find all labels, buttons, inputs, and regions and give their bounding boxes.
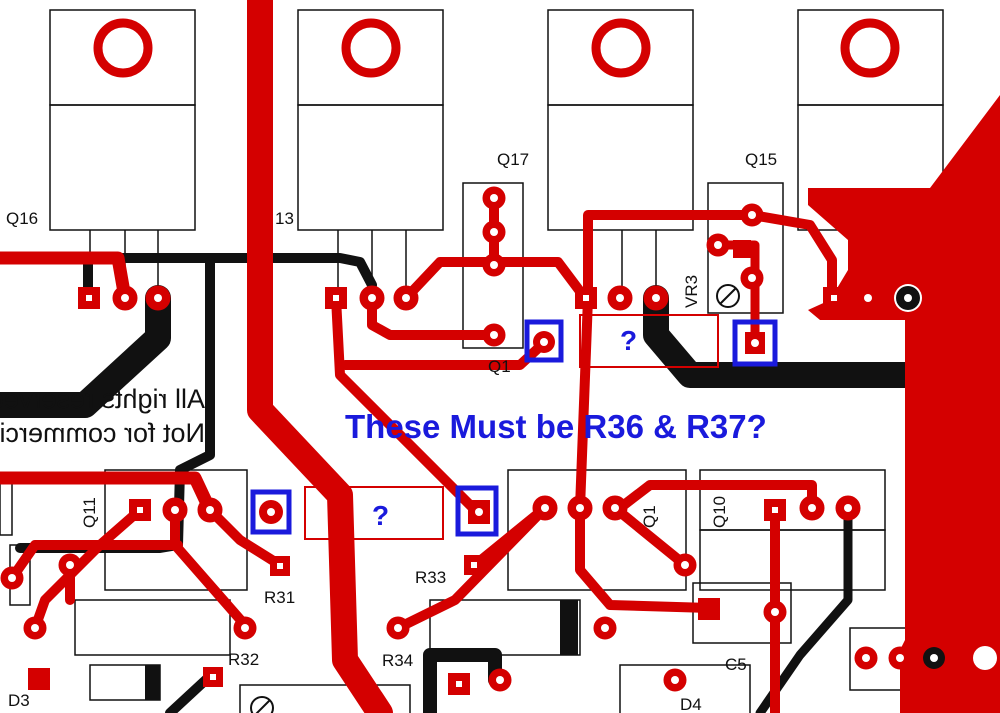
mirrored-text-line2: Not for commercial: [0, 418, 205, 448]
red-trace-q14-loop: [583, 210, 837, 303]
label-q12: Q1: [640, 505, 659, 528]
red-trace-q12-pin3: [610, 503, 690, 570]
label-q15: Q15: [745, 150, 777, 169]
red-trace-center-vertical: [575, 293, 715, 613]
label-d4: D4: [680, 695, 702, 713]
q11-outline-left: [0, 479, 13, 536]
mirrored-text-line1: All rights reserved: [0, 384, 205, 414]
red-trace-q13-pin1: [331, 293, 485, 520]
red-trace-q13-pin2: [367, 293, 500, 340]
mount-hole-q15: [840, 18, 900, 78]
unknown-resistor-outline-top: [579, 314, 719, 368]
label-q17: Q17: [497, 150, 529, 169]
unknown-resistor-outline-bottom: [304, 486, 444, 540]
d3-cathode-band: [145, 665, 160, 700]
highlight-pad-top-right: [732, 319, 778, 367]
unknown-resistor-mark-bottom: ?: [372, 500, 389, 531]
mounting-holes: [93, 18, 900, 78]
label-r34: R34: [382, 651, 413, 670]
component-labels: Q16 13 Q17 Q15 VR3 Q11 Q1 Q10 R31 R32 R3…: [6, 150, 777, 713]
black-trace-top-bus: [0, 253, 377, 290]
label-r31: R31: [264, 588, 295, 607]
label-d3: D3: [8, 691, 30, 710]
unknown-resistor-mark-top: ?: [620, 325, 637, 356]
label-q16: Q16: [6, 209, 38, 228]
annotation-boxes: [250, 314, 778, 540]
pad-square-c5: [698, 598, 720, 620]
label-r33: R33: [415, 568, 446, 587]
c5-outline: [692, 582, 792, 644]
label-vr3: VR3: [682, 275, 701, 308]
red-trace-q11-pin3: [205, 505, 285, 570]
component-pads: [28, 240, 845, 695]
mirrored-copyright-text: All rights reserved Not for commercial: [0, 384, 205, 448]
red-trace-q11-pin2: [170, 505, 250, 630]
r34-band: [560, 600, 578, 655]
red-trace-left-lower: [7, 540, 183, 583]
to220-body-q14: [547, 9, 694, 292]
red-copper-pour-right: [808, 95, 1000, 713]
red-trace-left-top: [0, 251, 132, 305]
r32-outline: [74, 599, 231, 656]
highlight-pad-bottom-left: [250, 489, 292, 535]
trimmer-symbol-bottom: [250, 696, 274, 713]
label-q13: 13: [275, 209, 294, 228]
black-trace-q14-wide: [643, 285, 918, 388]
highlight-pad-top-left: [524, 319, 564, 363]
pad-square-q17: [733, 240, 751, 258]
black-trace-bottom-mid: [423, 648, 502, 713]
top-copper-traces: [0, 0, 875, 713]
red-trace-r33-up: [470, 503, 550, 570]
q10-outline-lower: [699, 529, 886, 591]
vr-outline-bottom: [239, 684, 411, 713]
mount-hole-q16: [93, 18, 153, 78]
pad-q15-3-hole: [904, 294, 912, 302]
d4-outline: [619, 664, 751, 713]
red-trace-vr3: [713, 240, 760, 345]
pour-isolation-2: [973, 646, 997, 670]
pad-square-d3: [28, 668, 50, 690]
black-trace-q16-out: [0, 285, 171, 418]
highlight-pad-bottom-right: [455, 485, 499, 537]
mount-hole-q13: [341, 18, 401, 78]
trimmer-symbol-vr3: [716, 284, 740, 308]
r34-outline: [429, 599, 581, 656]
label-q11: Q11: [80, 497, 99, 528]
label-c5: C5: [725, 655, 747, 674]
label-q-partial: Q1: [488, 357, 511, 376]
to220-body-q16: [49, 9, 196, 292]
to220-body-q13: [297, 9, 444, 292]
red-trace-q17-to-pad: [340, 337, 550, 370]
label-q10: Q10: [710, 496, 729, 528]
pad-holes: [8, 194, 938, 687]
label-r32: R32: [228, 650, 259, 669]
red-trace-main-vertical: [247, 0, 393, 713]
mount-hole-q14: [591, 18, 651, 78]
annotation-note: These Must be R36 & R37?: [345, 408, 767, 445]
